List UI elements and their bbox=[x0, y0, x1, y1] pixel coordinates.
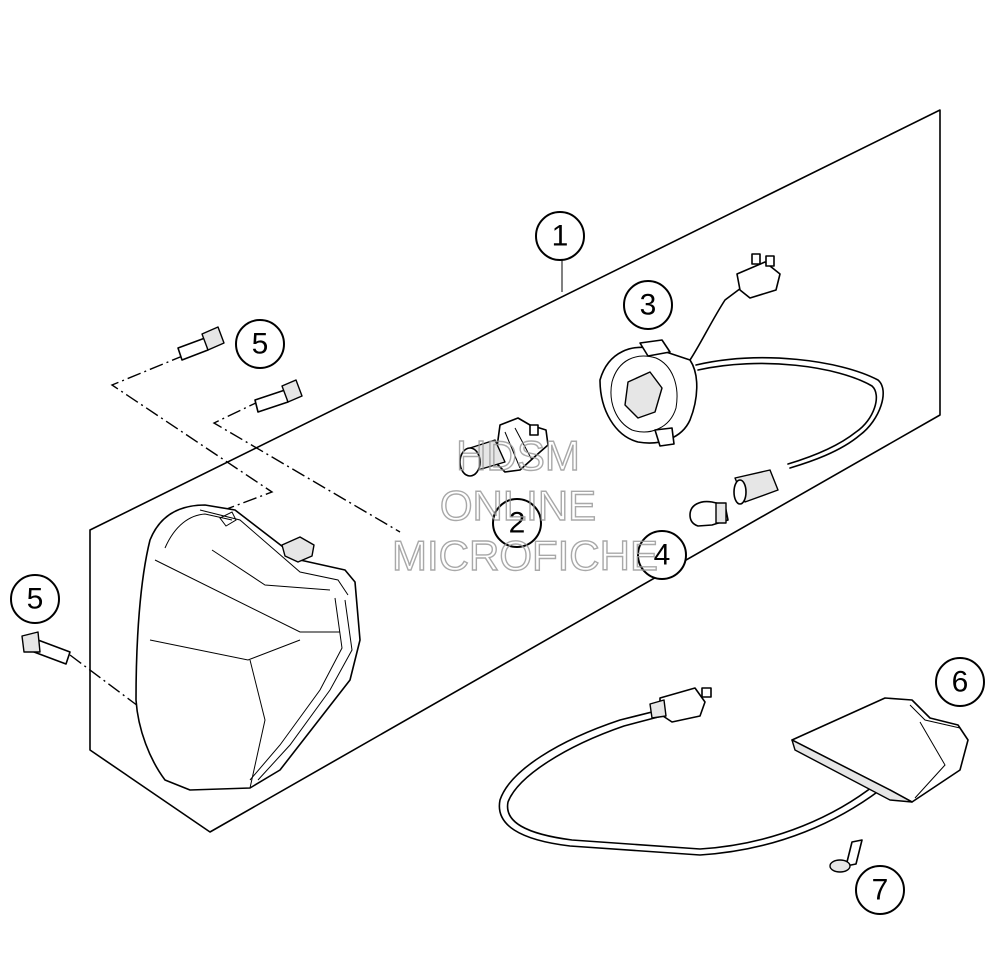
cable-harness[interactable] bbox=[498, 687, 881, 856]
callout-7[interactable]: 7 bbox=[855, 865, 905, 915]
parking-light-bulb[interactable] bbox=[689, 500, 729, 527]
light-panel[interactable] bbox=[791, 697, 969, 803]
svg-text:5: 5 bbox=[27, 583, 44, 616]
assembly-paths bbox=[69, 354, 401, 707]
svg-text:2: 2 bbox=[509, 507, 526, 540]
callout-3[interactable]: 3 bbox=[623, 280, 673, 330]
callout-5-upper[interactable]: 5 bbox=[235, 319, 285, 369]
callout-5-lower[interactable]: 5 bbox=[10, 574, 60, 624]
h4-bulb[interactable] bbox=[459, 417, 549, 477]
screw-lower[interactable] bbox=[21, 631, 71, 665]
svg-text:1: 1 bbox=[552, 220, 569, 253]
screw-middle[interactable] bbox=[254, 379, 303, 413]
callout-2[interactable]: 2 bbox=[492, 498, 542, 548]
callout-1[interactable]: 1 bbox=[535, 211, 585, 261]
callout-4[interactable]: 4 bbox=[637, 530, 687, 580]
svg-text:5: 5 bbox=[252, 328, 269, 361]
svg-text:HDSM: HDSM bbox=[456, 432, 580, 479]
small-screw[interactable] bbox=[829, 839, 863, 873]
callout-6[interactable]: 6 bbox=[935, 657, 985, 707]
svg-text:7: 7 bbox=[872, 874, 889, 907]
svg-text:3: 3 bbox=[640, 289, 657, 322]
screw-upper[interactable] bbox=[177, 326, 225, 361]
assembly-boundary bbox=[89, 109, 941, 833]
headlight-housing[interactable] bbox=[135, 504, 361, 791]
svg-text:MICROFICHE: MICROFICHE bbox=[392, 532, 658, 579]
svg-text:4: 4 bbox=[654, 539, 671, 572]
svg-text:ONLINE: ONLINE bbox=[440, 482, 596, 529]
bulb-socket-with-cable[interactable] bbox=[599, 253, 884, 505]
svg-text:6: 6 bbox=[952, 666, 969, 699]
watermark: HDSM ONLINE MICROFICHE bbox=[391, 431, 658, 579]
